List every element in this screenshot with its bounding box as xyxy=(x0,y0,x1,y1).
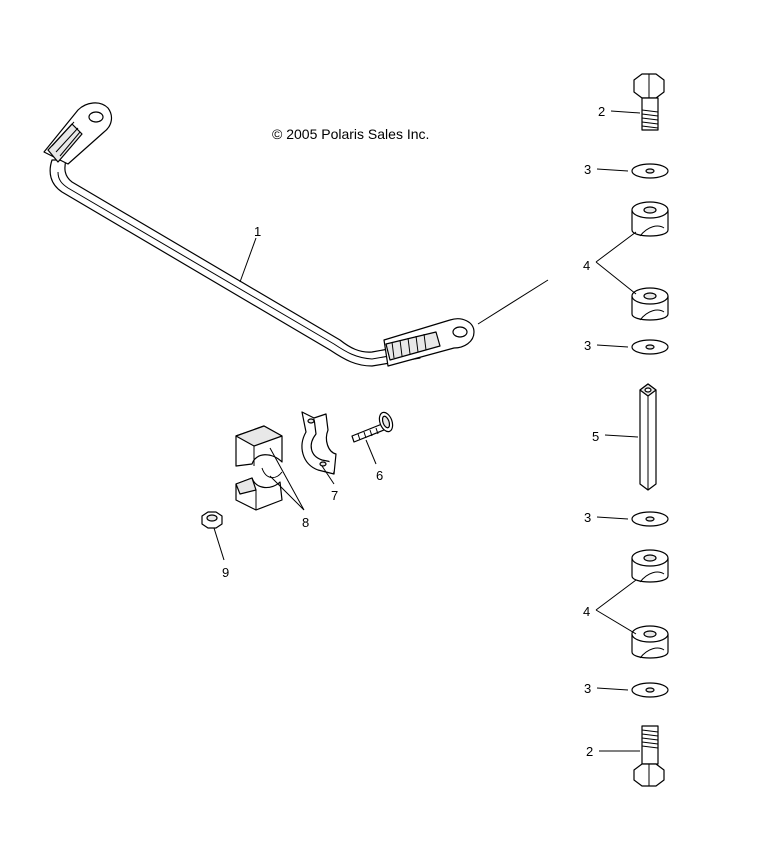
washer-c xyxy=(631,511,669,527)
bolt-bottom xyxy=(633,725,665,787)
stabilizer-bar xyxy=(43,102,549,367)
callout-9: 9 xyxy=(222,565,229,580)
washer-d xyxy=(631,682,669,698)
clamp-bracket xyxy=(301,411,337,475)
lock-nut xyxy=(201,511,223,529)
callout-3-d: 3 xyxy=(584,681,591,696)
spacer-sleeve xyxy=(639,383,657,491)
bolt-top xyxy=(633,73,665,131)
callout-5: 5 xyxy=(592,429,599,444)
callout-4-top: 4 xyxy=(583,258,590,273)
bushing-bottom-lower xyxy=(631,625,669,659)
washer-b xyxy=(631,339,669,355)
bushing-half-lower xyxy=(235,467,283,511)
callout-2-top: 2 xyxy=(598,104,605,119)
washer-a xyxy=(631,163,669,179)
carriage-bolt xyxy=(351,411,394,443)
callout-3-c: 3 xyxy=(584,510,591,525)
bushing-top-lower xyxy=(631,287,669,321)
callout-8: 8 xyxy=(302,515,309,530)
callout-7: 7 xyxy=(331,488,338,503)
callout-3-a: 3 xyxy=(584,162,591,177)
callout-4-bottom: 4 xyxy=(583,604,590,619)
bushing-half-upper xyxy=(235,425,283,467)
bushing-top-upper xyxy=(631,201,669,237)
callout-6: 6 xyxy=(376,468,383,483)
bushing-bottom-upper xyxy=(631,549,669,583)
callout-2-bottom: 2 xyxy=(586,744,593,759)
callout-1: 1 xyxy=(254,224,261,239)
copyright-notice: © 2005 Polaris Sales Inc. xyxy=(272,126,429,142)
callout-3-b: 3 xyxy=(584,338,591,353)
